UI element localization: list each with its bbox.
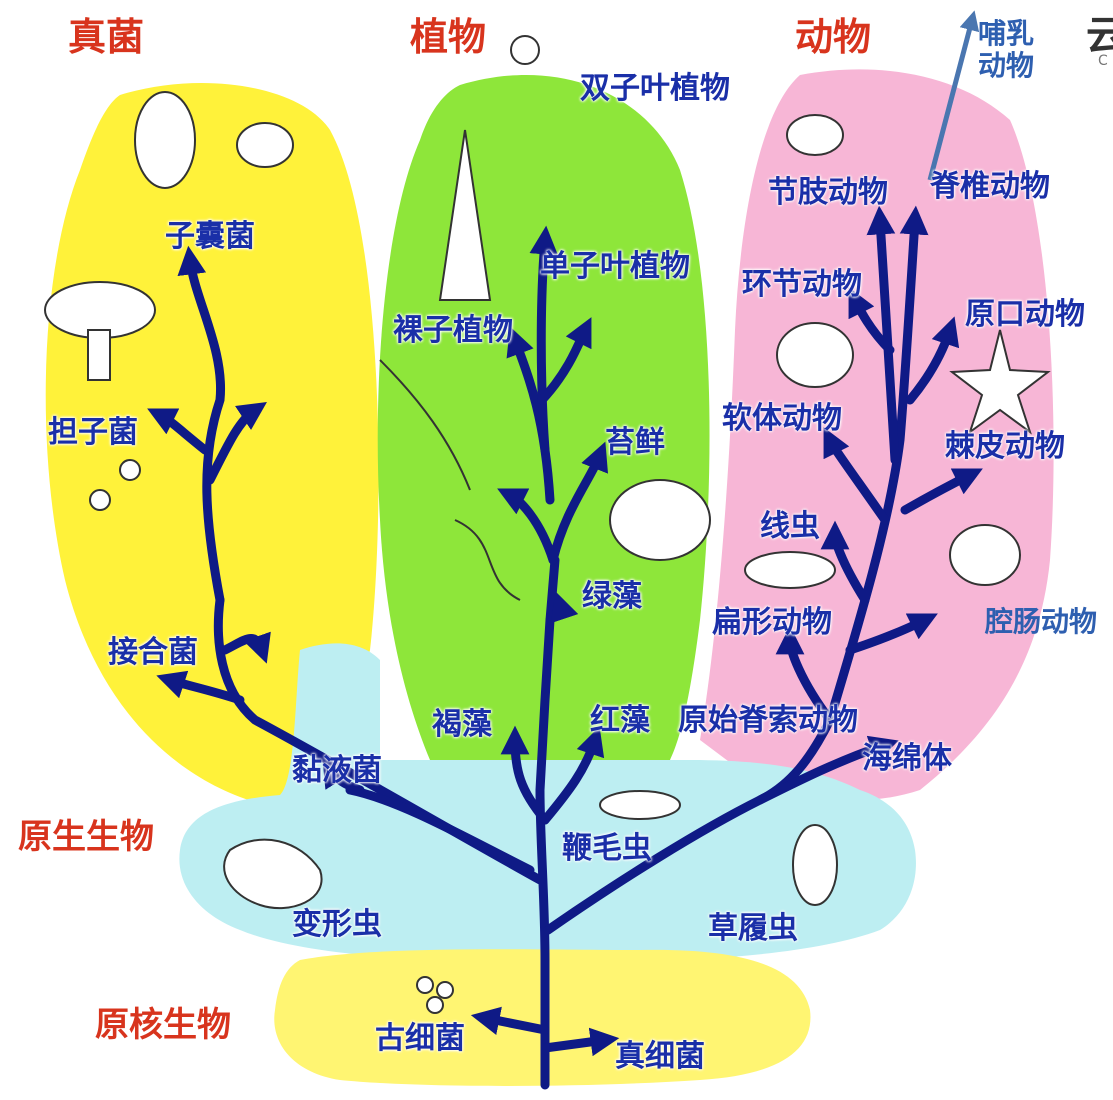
shell-icon xyxy=(776,322,854,388)
flagellate-icon xyxy=(599,790,681,820)
green-algae-icon xyxy=(454,519,521,601)
label-mammals-text: 哺乳 动物 xyxy=(978,17,1035,83)
kingdom-plants-label: 植物 xyxy=(410,15,487,59)
spore-icon xyxy=(89,489,111,511)
fern-icon xyxy=(379,359,471,491)
kingdom-prokaryotes-label: 原核生物 xyxy=(95,1005,231,1045)
watermark-sub: C xyxy=(1098,53,1108,69)
label-brown-algae: 褐藻 xyxy=(432,707,492,742)
algae-icon xyxy=(609,479,711,561)
label-slime-molds: 黏液菌 xyxy=(292,753,382,788)
label-ascomycetes: 子囊菌 xyxy=(165,219,255,254)
label-monocots: 单子叶植物 xyxy=(540,249,690,284)
starfish-icon xyxy=(949,329,1051,435)
protists-region xyxy=(179,643,916,962)
white-mushroom-icon xyxy=(236,122,294,168)
crab-icon xyxy=(786,114,844,156)
label-arthropods: 节肢动物 xyxy=(768,175,888,210)
label-archaea: 古细菌 xyxy=(375,1021,465,1056)
morel-mushroom-icon xyxy=(134,91,196,189)
label-mosses: 苔鲜 xyxy=(605,425,665,460)
label-protochordates: 原始脊索动物 xyxy=(678,703,858,738)
label-flatworms: 扁形动物 xyxy=(712,605,832,640)
label-gymnosperms: 裸子植物 xyxy=(393,313,513,348)
spore-icon xyxy=(119,459,141,481)
label-annelids: 环节动物 xyxy=(742,267,862,302)
anemone-icon xyxy=(949,524,1021,586)
kingdom-animals-label: 动物 xyxy=(795,15,872,59)
mushroom-stem-icon xyxy=(87,329,111,381)
label-echinoderms: 棘皮动物 xyxy=(945,429,1065,464)
label-dicots: 双子叶植物 xyxy=(580,71,730,106)
bacteria-icon xyxy=(436,981,454,999)
tree-icon xyxy=(438,129,492,301)
label-green-algae: 绿藻 xyxy=(582,579,642,614)
flower-icon xyxy=(510,35,540,65)
label-cnidarians: 腔肠动物 xyxy=(985,605,1098,638)
label-mammals: 哺乳 动物 xyxy=(978,17,1035,83)
kingdom-fungi-label: 真菌 xyxy=(68,15,145,59)
label-zygomycetes: 接合菌 xyxy=(108,635,198,670)
label-basidiomycetes: 担子菌 xyxy=(48,415,138,450)
label-amoeba: 变形虫 xyxy=(292,907,382,942)
organism-sketches xyxy=(44,35,1051,1014)
evolution-tree xyxy=(147,205,983,1090)
watermark-glyph: 云 xyxy=(1086,13,1113,59)
label-protostomes: 原口动物 xyxy=(965,297,1085,332)
bacteria-icon xyxy=(416,976,434,994)
label-flagellates: 鞭毛虫 xyxy=(562,831,652,866)
animals-region xyxy=(700,69,1054,801)
label-sponges: 海绵体 xyxy=(862,741,952,776)
label-paramecium: 草履虫 xyxy=(708,911,798,946)
bacteria-icon xyxy=(426,996,444,1014)
label-eubacteria: 真细菌 xyxy=(615,1039,705,1074)
mammal-arrow xyxy=(927,10,980,181)
kingdom-protists-label: 原生生物 xyxy=(18,817,154,857)
amoeba-icon xyxy=(223,838,323,910)
label-nematodes: 线虫 xyxy=(760,509,820,544)
label-red-algae: 红藻 xyxy=(590,703,650,738)
flatworm-icon xyxy=(744,551,836,589)
label-mollusks: 软体动物 xyxy=(722,401,842,436)
paramecium-icon xyxy=(792,824,838,906)
label-vertebrates: 脊椎动物 xyxy=(930,169,1050,204)
